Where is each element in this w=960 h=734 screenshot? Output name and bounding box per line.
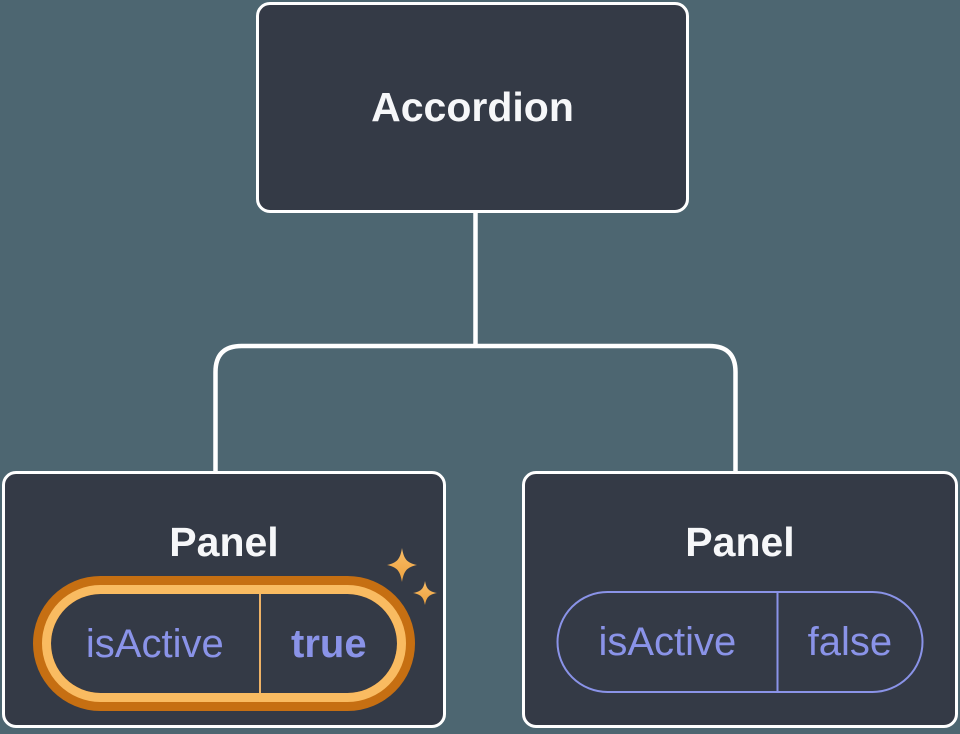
state-pill-active: isActive true <box>51 594 397 693</box>
state-pill-inactive: isActive false <box>556 591 924 693</box>
pill-divider <box>776 593 779 691</box>
node-panel-inactive: Panel isActive false <box>522 471 958 728</box>
node-panel-active: Panel isActive true <box>2 471 446 728</box>
node-panel-inactive-label: Panel <box>685 519 795 565</box>
connector-branch <box>213 343 738 472</box>
node-accordion-label: Accordion <box>371 84 574 130</box>
state-value: true <box>291 621 367 666</box>
node-panel-active-label: Panel <box>169 519 279 565</box>
state-value: false <box>807 620 893 664</box>
state-key: isActive <box>85 621 224 666</box>
pill-divider <box>258 594 261 693</box>
sparkles-icon <box>387 548 437 605</box>
state-key: isActive <box>598 620 737 664</box>
node-accordion: Accordion <box>256 2 689 213</box>
